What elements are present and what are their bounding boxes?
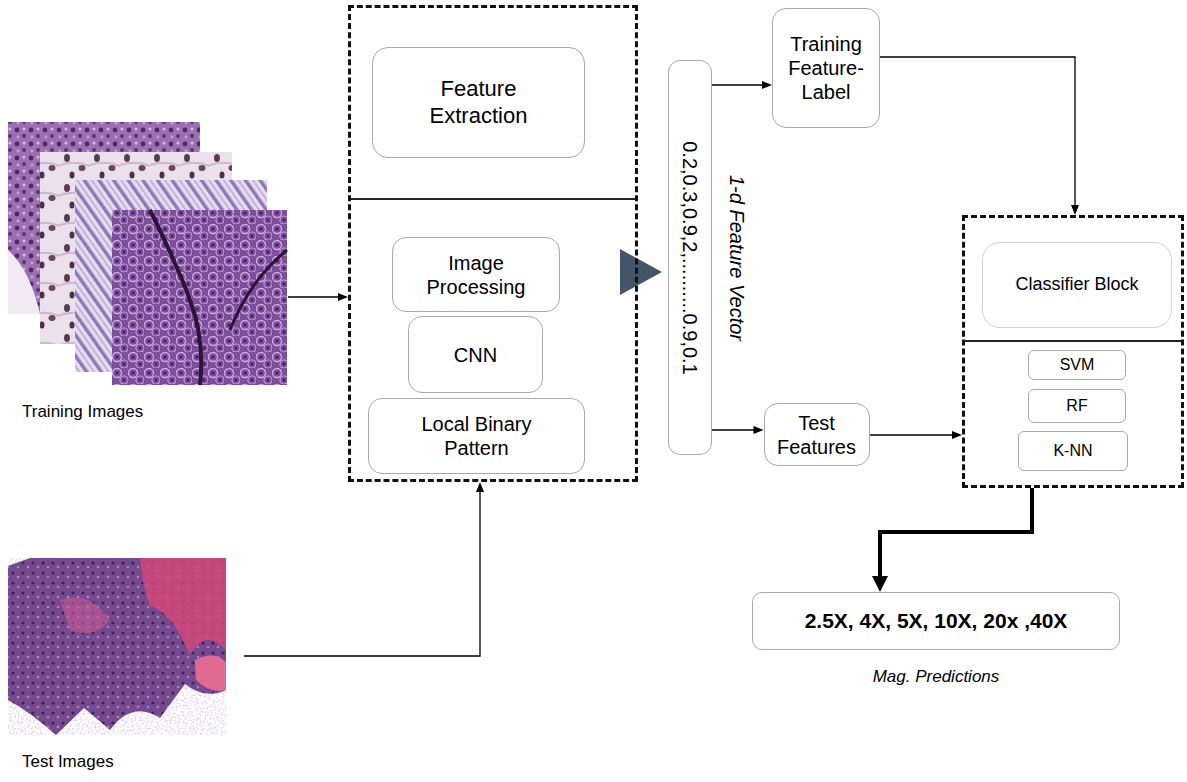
classifier-box: SVM — [1028, 350, 1126, 380]
tissue-texture — [8, 558, 226, 735]
connector-line — [870, 434, 955, 435]
data-box: Test Features — [764, 403, 870, 466]
box-label: Feature Extraction — [404, 76, 554, 129]
vector-values: 0.2,0.3,0.9,2,..........0.9,0.1 — [678, 141, 702, 375]
output-caption: Mag. Predictions — [873, 667, 1000, 687]
stroma-region — [60, 598, 110, 634]
box-label: Local Binary Pattern — [411, 412, 543, 460]
output-box: 2.5X, 4X, 5X, 10X, 20x ,40XMag. Predicti… — [752, 592, 1120, 650]
tissue-gap — [8, 250, 40, 314]
connector — [880, 57, 1079, 215]
slide-ground — [8, 556, 226, 748]
process-box: Feature Extraction — [372, 47, 585, 158]
test-image — [8, 556, 226, 748]
connector-line — [288, 296, 340, 297]
box-label: CNN — [454, 343, 497, 367]
box-label: 2.5X, 4X, 5X, 10X, 20x ,40X — [805, 608, 1068, 633]
connector — [872, 488, 1032, 592]
connector-line — [712, 84, 764, 85]
process-box: Local Binary Pattern — [368, 398, 585, 474]
box-label: SVM — [1060, 355, 1095, 374]
image-stack: Training Images — [8, 122, 288, 386]
arrowhead — [762, 81, 772, 89]
connector — [620, 249, 662, 295]
connector — [244, 482, 484, 656]
arrowhead — [754, 426, 764, 434]
image-label: Test Images — [22, 752, 114, 772]
tissue-crack — [150, 210, 201, 385]
block-arrow — [620, 249, 662, 295]
stroma-region — [195, 655, 226, 690]
image-label: Training Images — [22, 402, 143, 422]
connector-line — [880, 488, 1032, 579]
process-box: CNN — [408, 316, 543, 393]
test-image: Test Images — [8, 556, 244, 748]
box-label: Training Feature-Label — [780, 32, 872, 104]
arrowhead — [952, 431, 962, 439]
arrowhead — [1071, 205, 1079, 215]
arrowhead — [338, 293, 348, 301]
box-label: RF — [1066, 396, 1087, 415]
connector-line — [880, 57, 1075, 207]
arrowhead — [476, 482, 484, 492]
tissue-image — [112, 210, 287, 385]
box-label: Test Features — [772, 411, 862, 459]
divider-line — [965, 340, 1181, 342]
connector — [288, 293, 348, 301]
classifier-block: Classifier BlockSVM RF K-NN — [962, 215, 1184, 488]
vector-label: 1-d Feature Vector — [725, 174, 749, 340]
connector — [712, 81, 772, 89]
classifier-box: K-NN — [1018, 431, 1128, 471]
feature-block: Feature ExtractionImage ProcessingCNN Loc… — [348, 5, 638, 482]
process-box: Classifier Block — [982, 242, 1172, 328]
connector — [870, 431, 963, 439]
divider-line — [351, 198, 635, 200]
classifier-box: RF — [1028, 389, 1126, 423]
tissue-crack — [230, 250, 287, 330]
box-label: Classifier Block — [1015, 274, 1138, 296]
connector-line — [244, 490, 480, 656]
stroma-region — [140, 558, 226, 655]
tissue-section — [8, 558, 226, 735]
process-box: Image Processing — [392, 237, 560, 312]
box-label: Image Processing — [420, 251, 532, 299]
data-box: Training Feature-Label — [772, 8, 880, 128]
feature-vector: 0.2,0.3,0.9,2,..........0.9,0.11-d Featu… — [668, 60, 712, 455]
arrowhead — [872, 576, 888, 592]
training-image-stack — [8, 122, 287, 385]
connector — [712, 426, 764, 434]
box-label: K-NN — [1053, 441, 1092, 460]
tissue-texture — [112, 210, 287, 385]
connector-line — [712, 429, 756, 430]
